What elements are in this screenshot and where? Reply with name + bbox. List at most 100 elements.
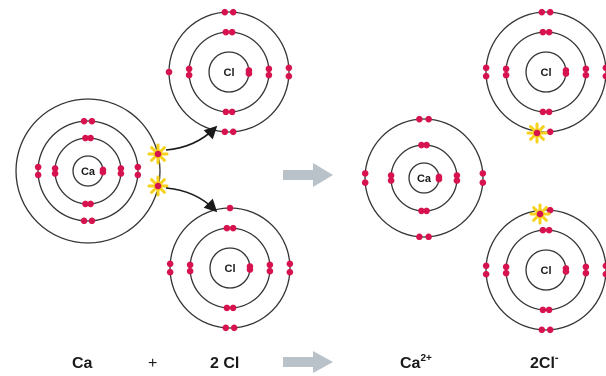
cl-atom-bottom-electron-2-8 (230, 225, 237, 232)
cl-ion-bottom-symbol: Cl (541, 265, 552, 277)
cl-atom-bottom: Cl (167, 205, 293, 331)
ca-ion-electron-3-8 (425, 116, 432, 123)
ca-ion-electron-3-2 (480, 179, 487, 186)
cl-ion-top-electron-3-2 (547, 9, 554, 16)
ca-atom-transferred-electron-2 (149, 177, 167, 195)
cl-atom-top-electron-3-5 (230, 129, 237, 136)
cl-ion-top-electron-2-3 (546, 109, 553, 116)
cl-ion-top-electron-2-4 (540, 109, 547, 116)
ca-ion-electron-2-4 (418, 208, 425, 215)
cl-ion-top-symbol: Cl (541, 67, 552, 79)
ca-atom-electron-3-4 (81, 218, 88, 225)
cl-ion-symbol: 2Cl (530, 355, 555, 372)
cl-atom-bottom-electron-3-3 (231, 325, 238, 332)
ca-ion-electron-3-1 (480, 170, 487, 177)
ca-atom-electron-2-6 (52, 165, 59, 172)
cl-ion-bottom-electron-2-3 (546, 307, 553, 314)
cl-ion-bottom-electron-2-7 (540, 227, 547, 234)
cl-atom-top-electron-2-4 (223, 109, 230, 116)
ca-ion-electron-1-2 (436, 176, 443, 183)
ca-atom-electron-3-5 (35, 172, 42, 179)
ca-ion-electron-3-6 (362, 170, 369, 177)
cl-atom-top-electron-3-6 (222, 129, 229, 136)
reaction-arrow-middle (283, 163, 333, 187)
ca-atom-electron-3-6 (35, 164, 42, 171)
ca-ion-electron-2-2 (454, 177, 461, 184)
ca-ion: Ca (362, 116, 486, 240)
cl-atom-bottom-electron-3-4 (223, 325, 230, 332)
cl-ion-top-electron-2-2 (583, 72, 590, 79)
ca-ion-symbol: Ca (417, 173, 432, 185)
cl-atom-bottom-electron-2-6 (187, 262, 194, 269)
cl-ion-bottom-electron-3-1 (603, 263, 606, 270)
ca-atom-symbol: Ca (81, 166, 96, 178)
cl-ion-bottom-electron-2-8 (546, 227, 553, 234)
ca-atom-electron-3-7 (81, 118, 88, 125)
cl-ion-top-electron-3-3 (603, 65, 606, 72)
ca-ion-electron-2-6 (388, 172, 395, 179)
cl-ion-top-electron-3-5 (483, 73, 490, 80)
ca-atom-electron-3-3 (89, 218, 96, 225)
cl-ion-bottom-electron-3-3 (547, 327, 554, 334)
cl-ion-top: Cl (483, 9, 606, 142)
cl-atom-top-electron-3-2 (230, 9, 237, 16)
cl-atom-top-electron-2-6 (186, 66, 193, 73)
ca-atom-electron-2-4 (82, 201, 89, 208)
cl-ion-bottom-electron-2-4 (540, 307, 547, 314)
cl-atom-top-electron-3-4 (286, 73, 293, 80)
cl-atom-top-electron-2-3 (229, 109, 236, 116)
ca-ion-charge: 2+ (420, 353, 432, 364)
cl-ion-bottom-electron-3-6 (483, 263, 490, 270)
ca-atom-electron-3-1 (135, 164, 142, 171)
ca-atom-electron-3-2 (135, 172, 142, 179)
cl-atom-bottom-electron-2-4 (224, 305, 231, 312)
equation-product-ca-ion: Ca2+ (400, 353, 432, 372)
cl-atom-bottom-electron-2-7 (224, 225, 231, 232)
cl-atom-top-electron-2-8 (229, 29, 236, 36)
cl-atom-bottom-electron-3-5 (167, 269, 174, 276)
ca-ion-electron-3-3 (425, 234, 432, 241)
cl-ion-top-electron-1-2 (563, 70, 570, 77)
equation-reactant-2cl: 2 Cl (210, 355, 239, 372)
cl-ion-top-electron-2-5 (503, 72, 510, 79)
cl-atom-bottom-electron-2-1 (267, 262, 274, 269)
ca-ion-symbol: Ca (400, 355, 421, 372)
equation-reactant-ca: Ca (72, 355, 93, 372)
cl-ion-top-electron-3-1 (539, 9, 546, 16)
cl-atom-top-electron-2-7 (223, 29, 230, 36)
equation-plus-sign: + (148, 355, 157, 372)
cl-ion-top-electron-2-8 (546, 29, 553, 36)
reaction-arrow-equation (283, 351, 333, 373)
electron-transfer-arrow-top (166, 128, 215, 150)
cl-atom-top-electron-2-5 (186, 72, 193, 79)
cl-ion-bottom-electron-3-7 (547, 207, 554, 214)
cl-atom-bottom-electron-3-6 (167, 261, 174, 268)
cl-atom-top-electron-2-1 (266, 66, 273, 73)
cl-ion-bottom-electron-3-4 (539, 327, 546, 334)
cl-atom-bottom-electron-3-1 (287, 261, 294, 268)
ca-ion-electron-3-4 (416, 234, 423, 241)
cl-ion-bottom-transferred-electron-1 (531, 205, 549, 223)
cl-atom-bottom-symbol: Cl (225, 263, 236, 275)
ca-ion-electron-3-5 (362, 179, 369, 186)
ca-atom: Ca (16, 99, 167, 243)
cl-atom-top-symbol: Cl (224, 67, 235, 79)
cl-atom-bottom-electron-2-3 (230, 305, 237, 312)
cl-ion-top-electron-2-6 (503, 66, 510, 73)
cl-ion-top-transferred-electron-1 (528, 124, 546, 142)
cl-ion-bottom-electron-2-1 (583, 264, 590, 271)
cl-ion-top-electron-3-6 (483, 65, 490, 72)
ca-atom-electron-2-2 (118, 170, 125, 177)
equation-product-cl-ion: 2Cl- (530, 352, 559, 372)
cl-ion-bottom-electron-2-5 (503, 270, 510, 277)
cl-atom-top-electron-2-2 (266, 72, 273, 79)
ca-atom-transferred-electron-1 (149, 145, 167, 163)
cl-atom-top-electron-3-1 (222, 9, 229, 16)
electron-transfer-arrow-bottom (166, 188, 215, 210)
cl-atom-top-electron-1-2 (246, 70, 253, 77)
cl-atom-bottom-electron-2-2 (267, 268, 274, 275)
cl-ion-bottom: Cl (483, 205, 606, 333)
cl-atom-bottom-electron-2-5 (187, 268, 194, 275)
ca-ion-electron-3-7 (416, 116, 423, 123)
